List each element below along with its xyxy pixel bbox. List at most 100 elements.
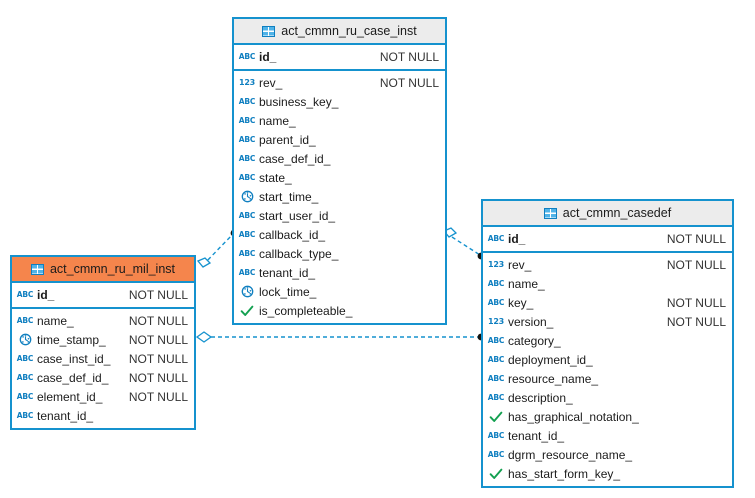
column-name: parent_id_	[259, 132, 316, 147]
column-row[interactable]: has_start_form_key_	[483, 464, 732, 483]
column-name: key_	[508, 295, 534, 310]
entity-header-act_cmmn_ru_mil_inst[interactable]: act_cmmn_ru_mil_inst	[12, 257, 194, 283]
entity-name: act_cmmn_ru_case_inst	[281, 24, 417, 38]
column-name: id_	[37, 288, 55, 302]
text-icon: ABC	[487, 449, 505, 459]
boolean-icon	[239, 304, 255, 318]
table-icon	[543, 207, 557, 219]
column-name: is_completeable_	[259, 303, 353, 318]
column-nullability: NOT NULL	[379, 50, 439, 64]
column-name: name_	[259, 113, 296, 128]
text-icon: ABC	[487, 335, 505, 345]
text-icon: ABC	[487, 234, 505, 244]
column-nullability: NOT NULL	[128, 389, 188, 404]
column-nullability: NOT NULL	[128, 332, 188, 347]
column-row[interactable]: lock_time_	[234, 282, 445, 301]
text-icon: ABC	[238, 229, 256, 239]
timestamp-icon	[239, 285, 255, 299]
text-icon: ABC	[238, 134, 256, 144]
entity-name: act_cmmn_casedef	[562, 206, 672, 220]
timestamp-icon	[17, 333, 33, 347]
column-name: category_	[508, 333, 561, 348]
column-nullability: NOT NULL	[666, 232, 726, 246]
number-icon: 123	[487, 316, 505, 326]
column-name: name_	[508, 276, 545, 291]
column-name: tenant_id_	[508, 428, 565, 443]
entity-header-act_cmmn_ru_case_inst[interactable]: act_cmmn_ru_case_inst	[234, 19, 445, 45]
column-name: tenant_id_	[259, 265, 316, 280]
relationship-case-inst-casedef[interactable]	[442, 227, 485, 260]
column-name: id_	[508, 232, 526, 246]
entity-table-act_cmmn_ru_case_inst[interactable]: act_cmmn_ru_case_inst ABC id_ NOT NULL 123…	[232, 17, 447, 325]
column-row[interactable]: is_completeable_	[234, 301, 445, 320]
text-icon: ABC	[16, 372, 34, 382]
column-name: has_graphical_notation_	[508, 409, 639, 424]
column-name: id_	[259, 50, 277, 64]
timestamp-icon	[239, 190, 255, 204]
text-icon: ABC	[487, 278, 505, 288]
column-name: case_def_id_	[259, 151, 331, 166]
column-name: name_	[37, 313, 74, 328]
column-name: business_key_	[259, 94, 339, 109]
column-name: version_	[508, 314, 554, 329]
column-nullability: NOT NULL	[666, 295, 726, 310]
column-row[interactable]: time_stamp_NOT NULL	[12, 330, 194, 349]
text-icon: ABC	[238, 172, 256, 182]
column-name: has_start_form_key_	[508, 466, 621, 481]
column-name: callback_type_	[259, 246, 339, 261]
column-name: callback_id_	[259, 227, 326, 242]
column-name: start_user_id_	[259, 208, 336, 223]
column-row[interactable]: has_graphical_notation_	[483, 407, 732, 426]
column-name: element_id_	[37, 389, 103, 404]
entity-header-act_cmmn_casedef[interactable]: act_cmmn_casedef	[483, 201, 732, 227]
text-icon: ABC	[16, 410, 34, 420]
column-name: case_def_id_	[37, 370, 109, 385]
table-icon	[30, 263, 44, 275]
relationship-mil-inst-casedef[interactable]	[195, 331, 485, 343]
text-icon: ABC	[487, 392, 505, 402]
column-name: state_	[259, 170, 292, 185]
text-icon: ABC	[238, 115, 256, 125]
column-name: description_	[508, 390, 573, 405]
column-name: rev_	[508, 257, 532, 272]
text-icon: ABC	[487, 354, 505, 364]
column-row[interactable]: start_time_	[234, 187, 445, 206]
text-icon: ABC	[238, 153, 256, 163]
